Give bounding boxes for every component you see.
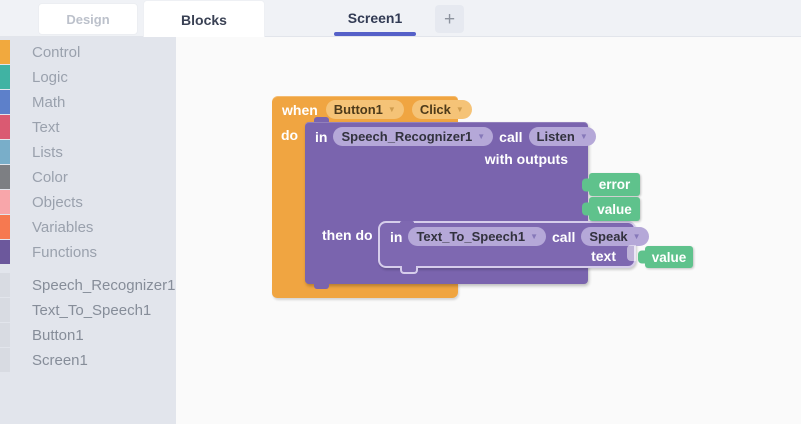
call-label: call	[552, 228, 576, 245]
sidebar-category-control[interactable]: Control	[0, 40, 176, 65]
sidebar-category-functions[interactable]: Functions	[0, 240, 176, 265]
category-label: Logic	[32, 69, 68, 86]
dropdown-arrow-icon: ▼	[455, 104, 464, 114]
speech-recognizer1-dropdown[interactable]: Speech_Recognizer1 ▼	[333, 127, 494, 146]
dropdown-arrow-icon: ▼	[632, 231, 641, 241]
text-to-speech-speak-block[interactable]: in Text_To_Speech1 ▼ call Speak ▼ text	[378, 221, 649, 274]
screen1-tab-label: Screen1	[347, 10, 403, 26]
sidebar-category-color[interactable]: Color	[0, 165, 176, 190]
listen-block-header-row: in Speech_Recognizer1 ▼ call Listen ▼	[315, 127, 596, 146]
then-do-label: then do	[322, 227, 373, 243]
sidebar-category-logic[interactable]: Logic	[0, 65, 176, 90]
category-label: Math	[32, 94, 66, 111]
value-plug-label: value	[651, 249, 687, 265]
text-to-speech1-dropdown[interactable]: Text_To_Speech1 ▼	[408, 227, 546, 246]
active-screen-underline	[334, 32, 416, 36]
when-keyword: when	[282, 101, 318, 118]
click-event-dropdown[interactable]: Click ▼	[411, 100, 472, 119]
category-color-bar	[0, 215, 10, 239]
speak-method-dropdown-value: Speak	[589, 229, 628, 244]
listen-method-dropdown-value: Listen	[536, 129, 575, 144]
category-label: Color	[32, 169, 68, 186]
button1-dropdown-value: Button1	[333, 102, 383, 117]
category-color-bar	[0, 65, 10, 89]
dropdown-arrow-icon: ▼	[579, 131, 588, 141]
design-tab-label: Design	[66, 11, 110, 27]
error-output-label: error	[598, 177, 631, 192]
listen-method-dropdown[interactable]: Listen ▼	[528, 127, 596, 146]
sidebar-category-math[interactable]: Math	[0, 90, 176, 115]
blocks-palette-sidebar: Control Logic Math Text Lists Color	[0, 37, 176, 424]
category-label: Lists	[32, 144, 63, 161]
category-label: Objects	[32, 194, 83, 211]
value-output-label: value	[597, 201, 632, 217]
text-param-socket	[627, 245, 636, 261]
component-color-bar	[0, 348, 10, 372]
category-color-bar	[0, 165, 10, 189]
dropdown-arrow-icon: ▼	[387, 104, 396, 114]
value-plug-block[interactable]: value	[645, 246, 693, 268]
category-label: Control	[32, 44, 81, 61]
value-output-block[interactable]: value	[589, 197, 640, 221]
component-label: Text_To_Speech1	[32, 302, 152, 319]
sidebar-category-lists[interactable]: Lists	[0, 140, 176, 165]
text-param-label: text	[591, 248, 616, 264]
category-color-bar	[0, 115, 10, 139]
in-label: in	[390, 228, 403, 245]
sidebar-component-button1[interactable]: Button1	[0, 323, 176, 348]
category-list: Control Logic Math Text Lists Color	[0, 37, 176, 265]
blocks-canvas[interactable]: when Button1 ▼ Click ▼ do in Speech_Reco…	[176, 37, 801, 424]
call-label: call	[499, 128, 523, 145]
sidebar-category-objects[interactable]: Objects	[0, 190, 176, 215]
component-list: Speech_Recognizer1 Text_To_Speech1 Butto…	[0, 273, 176, 373]
category-label: Variables	[32, 219, 94, 236]
category-color-bar	[0, 90, 10, 114]
component-color-bar	[0, 323, 10, 347]
sidebar-category-variables[interactable]: Variables	[0, 215, 176, 240]
component-label: Screen1	[32, 352, 88, 369]
sidebar-component-speech-recognizer1[interactable]: Speech_Recognizer1	[0, 273, 176, 298]
category-label: Functions	[32, 244, 98, 261]
in-label: in	[315, 128, 328, 145]
category-color-bar	[0, 240, 10, 264]
sidebar-component-text-to-speech1[interactable]: Text_To_Speech1	[0, 298, 176, 323]
error-output-block[interactable]: error	[589, 173, 640, 196]
category-label: Text	[32, 119, 60, 136]
component-color-bar	[0, 298, 10, 322]
when-button1-click-block[interactable]: when Button1 ▼ Click ▼	[272, 96, 472, 123]
top-toolbar: Design Blocks Screen1 +	[0, 0, 801, 38]
component-label: Speech_Recognizer1	[32, 277, 176, 294]
speak-method-dropdown[interactable]: Speak ▼	[581, 227, 649, 246]
category-color-bar	[0, 140, 10, 164]
plus-icon: +	[443, 8, 456, 30]
category-color-bar	[0, 190, 10, 214]
speech-recognizer1-dropdown-value: Speech_Recognizer1	[341, 129, 473, 144]
sidebar-category-text[interactable]: Text	[0, 115, 176, 140]
component-label: Button1	[32, 327, 84, 344]
add-screen-button[interactable]: +	[435, 5, 464, 33]
speak-block-header-row: in Text_To_Speech1 ▼ call Speak ▼	[390, 227, 649, 246]
text-to-speech1-dropdown-value: Text_To_Speech1	[416, 229, 526, 244]
with-outputs-label: with outputs	[484, 151, 568, 167]
dropdown-arrow-icon: ▼	[477, 131, 486, 141]
component-color-bar	[0, 273, 10, 297]
click-event-dropdown-value: Click	[419, 102, 451, 117]
when-block-bottom[interactable]	[272, 283, 458, 298]
dropdown-arrow-icon: ▼	[530, 231, 538, 241]
blocks-tab-label: Blocks	[181, 11, 227, 28]
screen1-tab[interactable]: Screen1	[333, 0, 417, 36]
do-label: do	[281, 127, 299, 143]
when-block-spine[interactable]	[272, 122, 306, 284]
blocks-tab[interactable]: Blocks	[143, 0, 265, 38]
category-color-bar	[0, 40, 10, 64]
sidebar-component-screen1[interactable]: Screen1	[0, 348, 176, 373]
design-tab[interactable]: Design	[38, 3, 138, 35]
button1-dropdown[interactable]: Button1 ▼	[325, 100, 404, 119]
speech-recognizer-listen-block[interactable]: in Speech_Recognizer1 ▼ call Listen ▼ wi…	[305, 117, 649, 289]
